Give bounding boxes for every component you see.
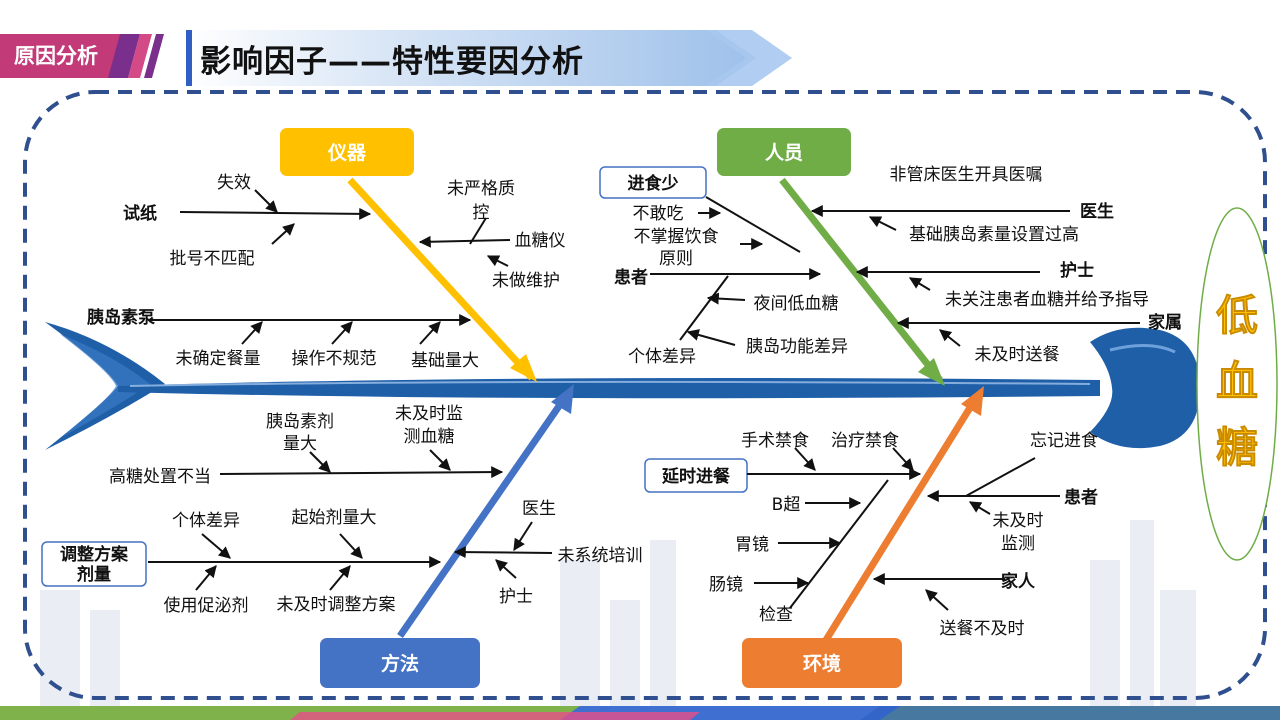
- label-huanzhe: 患者: [614, 267, 648, 288]
- label-weiqueding: 未确定餐量: [176, 349, 261, 369]
- effect-ellipse: [1196, 207, 1278, 561]
- label-changjing: 肠镜: [709, 575, 743, 595]
- label-bugan: 不敢吃: [633, 204, 684, 224]
- label-bchao: B超: [772, 495, 801, 515]
- label-yanshi: 延时进餐: [661, 466, 731, 487]
- label-weiji-jc3-a: 未及时: [993, 511, 1044, 531]
- bone-personnel: [779, 177, 943, 383]
- effect-char-3: 糖: [1216, 423, 1258, 472]
- bone-personnel-arrowhead: [918, 358, 945, 386]
- label-weijing: 胃镜: [735, 535, 769, 555]
- label-tiaozheng-1: 调整方案: [60, 544, 129, 565]
- label-yidaosuji-2: 量大: [283, 434, 317, 454]
- label-yejian: 夜间低血糖: [754, 294, 839, 314]
- effect-char-2: 血: [1216, 357, 1258, 406]
- fish-spine: [118, 378, 1100, 399]
- label-weiji-jc-2: 测血糖: [404, 427, 455, 447]
- page-title: 影响因子——特性要因分析: [200, 44, 584, 80]
- dashed-frame: [23, 90, 1267, 700]
- personnel-patient-lines: [650, 196, 822, 346]
- label-qishi: 起始剂量大: [292, 508, 377, 528]
- skyline-background: [40, 520, 1196, 710]
- method-branch-lines: [148, 449, 553, 591]
- label-weiguanzhu: 未关注患者血糖并给予指导: [945, 290, 1149, 310]
- label-wangji: 忘记进食: [1030, 431, 1098, 451]
- box-jinshi: [599, 166, 707, 199]
- header-tag-label: 原因分析: [14, 44, 98, 68]
- label-tiaozheng-2: 剂量: [77, 564, 111, 585]
- header-tag-shape: [0, 34, 164, 78]
- label-hushi-bot: 护士: [499, 587, 533, 607]
- label-weiyange-2: 控: [473, 203, 490, 223]
- label-gongneng: 胰岛功能差异: [746, 337, 848, 357]
- category-box-environment: [742, 638, 902, 688]
- header-title-shape: [186, 30, 792, 86]
- category-label-method: 方法: [381, 652, 419, 675]
- label-zhiliao: 治疗禁食: [831, 431, 899, 451]
- label-buzhang-1: 不掌握饮食: [634, 227, 719, 247]
- label-shoushu: 手术禁食: [741, 431, 809, 451]
- label-yidaosuji-1: 胰岛素剂: [266, 412, 334, 432]
- category-box-personnel: [717, 128, 851, 176]
- label-beng: 胰岛素泵: [87, 307, 155, 328]
- label-buzhang-2: 原则: [659, 249, 693, 269]
- bone-environment-arrowhead: [961, 386, 984, 416]
- label-geti-top: 个体差异: [628, 347, 696, 367]
- label-xuetangyi: 血糖仪: [515, 231, 566, 251]
- label-gaotang: 高糖处置不当: [109, 467, 211, 487]
- bone-method: [397, 394, 569, 638]
- label-cujin: 使用促泌剂: [164, 595, 249, 616]
- label-weiyange-1: 未严格质: [447, 179, 515, 199]
- category-box-method: [320, 638, 480, 688]
- label-jiancha: 检查: [759, 605, 793, 625]
- label-jichuyi: 基础胰岛素量设置过高: [909, 225, 1079, 245]
- instrument-branch-lines: [150, 189, 511, 345]
- label-jiaren: 家人: [1001, 571, 1036, 592]
- label-weiji-tz: 未及时调整方案: [277, 595, 396, 615]
- label-yisheng-bot: 医生: [522, 499, 556, 519]
- label-jinshi: 进食少: [628, 173, 679, 194]
- label-pihao: 批号不匹配: [170, 249, 255, 269]
- label-caozuo: 操作不规范: [292, 349, 377, 369]
- effect-char-1: 低: [1216, 291, 1258, 340]
- label-hushi-top: 护士: [1060, 260, 1094, 281]
- label-huanzhe-bot: 患者: [1064, 487, 1098, 508]
- label-weixitong: 未系统培训: [558, 546, 643, 566]
- label-weiji-jc3-b: 监测: [1001, 534, 1035, 554]
- bone-instrument: [347, 177, 535, 381]
- label-geti-bot: 个体差异: [172, 511, 240, 531]
- box-tiaozheng: [41, 541, 147, 587]
- bone-instrument-arrowhead: [510, 354, 537, 382]
- bone-environment: [823, 396, 979, 642]
- category-label-instrument: 仪器: [327, 142, 367, 164]
- box-yanshi: [644, 458, 748, 493]
- label-feiguan: 非管床医生开具医嘱: [890, 165, 1043, 185]
- category-box-instrument: [280, 128, 414, 176]
- label-weiji-jc-1: 未及时监: [395, 404, 463, 424]
- personnel-staff-lines: [810, 205, 1140, 347]
- label-shixiao: 失效: [217, 173, 251, 193]
- bottom-stripes: [0, 706, 1280, 720]
- label-songcan: 送餐不及时: [940, 619, 1025, 639]
- label-weizuo: 未做维护: [492, 271, 560, 291]
- label-jichu: 基础量大: [411, 351, 479, 371]
- label-yisheng-top: 医生: [1080, 201, 1114, 222]
- category-label-personnel: 人员: [765, 142, 803, 164]
- fish-head: [1090, 327, 1200, 449]
- label-weiji-song: 未及时送餐: [975, 345, 1060, 365]
- environment-branch-lines: [747, 447, 1060, 611]
- bone-method-arrowhead: [551, 384, 574, 414]
- category-label-environment: 环境: [803, 652, 841, 675]
- label-jiashu: 家属: [1148, 312, 1182, 333]
- label-shizhi: 试纸: [123, 203, 157, 224]
